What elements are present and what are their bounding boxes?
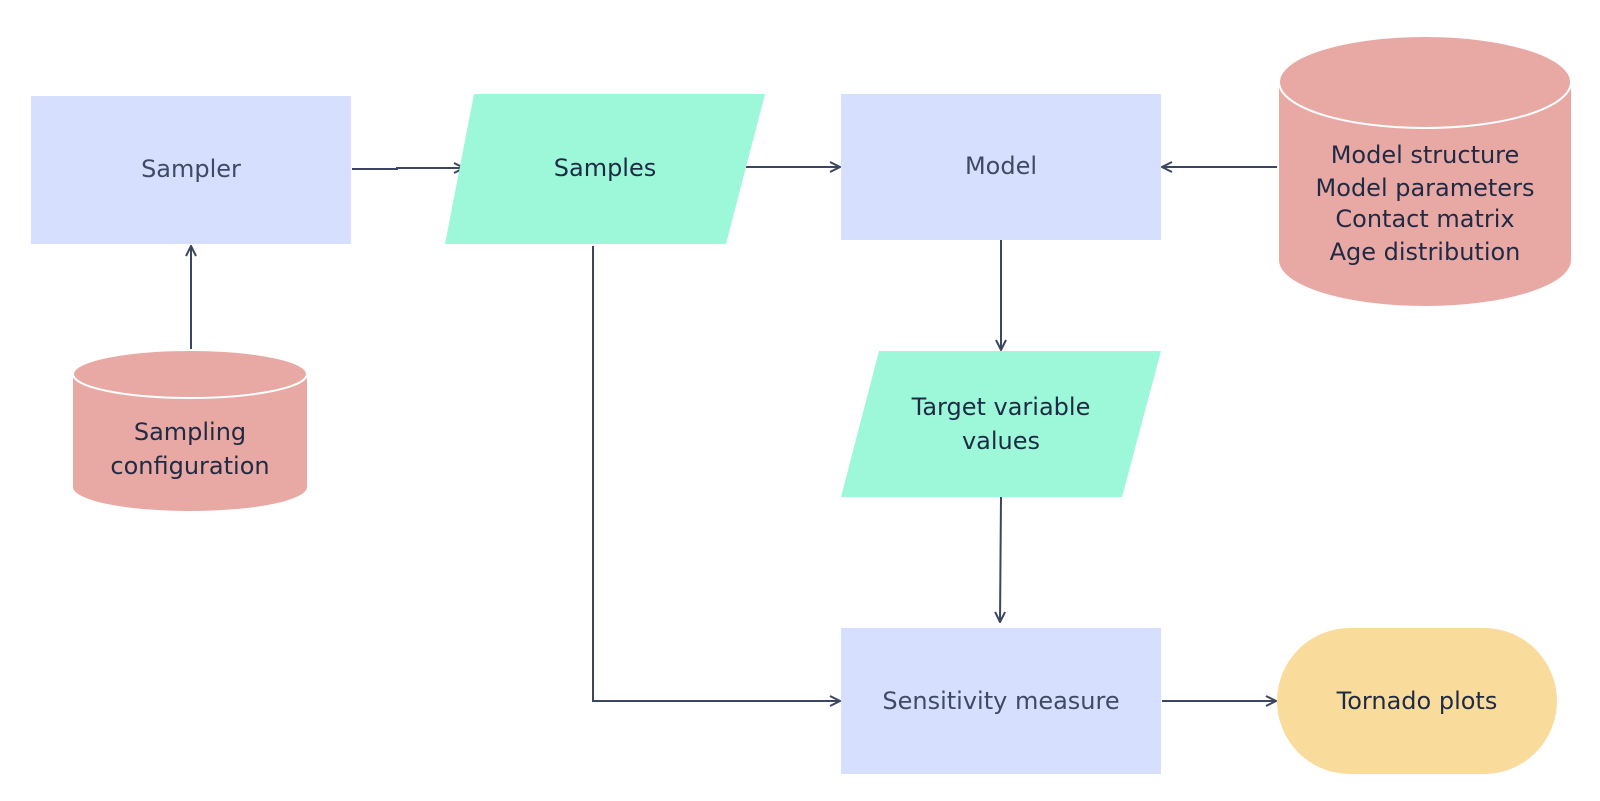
model-inputs-cylinder-top — [1278, 35, 1572, 129]
target-values-line-2: values — [962, 427, 1040, 455]
model-inputs-cylinder-body — [1279, 82, 1571, 306]
edge-samples-to-sensitivity — [592, 246, 840, 701]
target-values-shape — [841, 351, 1161, 497]
sensitivity-label: Sensitivity measure — [882, 687, 1119, 715]
tornado-shape — [1277, 628, 1557, 774]
tornado-node: Tornado plots — [1277, 628, 1557, 774]
edges — [191, 167, 1277, 701]
edge-sampler-to-samples — [352, 168, 464, 169]
sampler-node: Sampler — [31, 96, 351, 244]
model-inputs-line-4: Age distribution — [1330, 238, 1521, 266]
sampling-config-node: Sampling configuration — [72, 349, 308, 511]
sampling-config-line-1: Sampling — [134, 418, 246, 446]
edge-target-values-to-sensitivity — [1000, 496, 1001, 622]
target-values-node: Target variable values — [841, 351, 1161, 497]
target-values-line-1: Target variable — [911, 393, 1091, 421]
model-inputs-line-1: Model structure — [1331, 141, 1520, 169]
sampling-config-cylinder-body — [73, 374, 307, 511]
sampler-label: Sampler — [141, 155, 241, 183]
samples-node: Samples — [445, 94, 765, 244]
model-label: Model — [965, 152, 1037, 180]
model-box — [841, 94, 1161, 240]
model-node: Model — [841, 94, 1161, 240]
samples-shape — [445, 94, 765, 244]
sensitivity-box — [841, 628, 1161, 774]
sampler-box — [31, 96, 351, 244]
model-inputs-node: Model structure Model parameters Contact… — [1278, 35, 1572, 306]
tornado-label: Tornado plots — [1336, 687, 1498, 715]
sampling-config-cylinder-top — [72, 349, 308, 399]
sampling-config-line-2: configuration — [110, 452, 269, 480]
samples-label: Samples — [554, 154, 657, 182]
model-inputs-line-3: Contact matrix — [1335, 205, 1514, 233]
model-inputs-line-2: Model parameters — [1316, 174, 1535, 202]
sensitivity-node: Sensitivity measure — [841, 628, 1161, 774]
